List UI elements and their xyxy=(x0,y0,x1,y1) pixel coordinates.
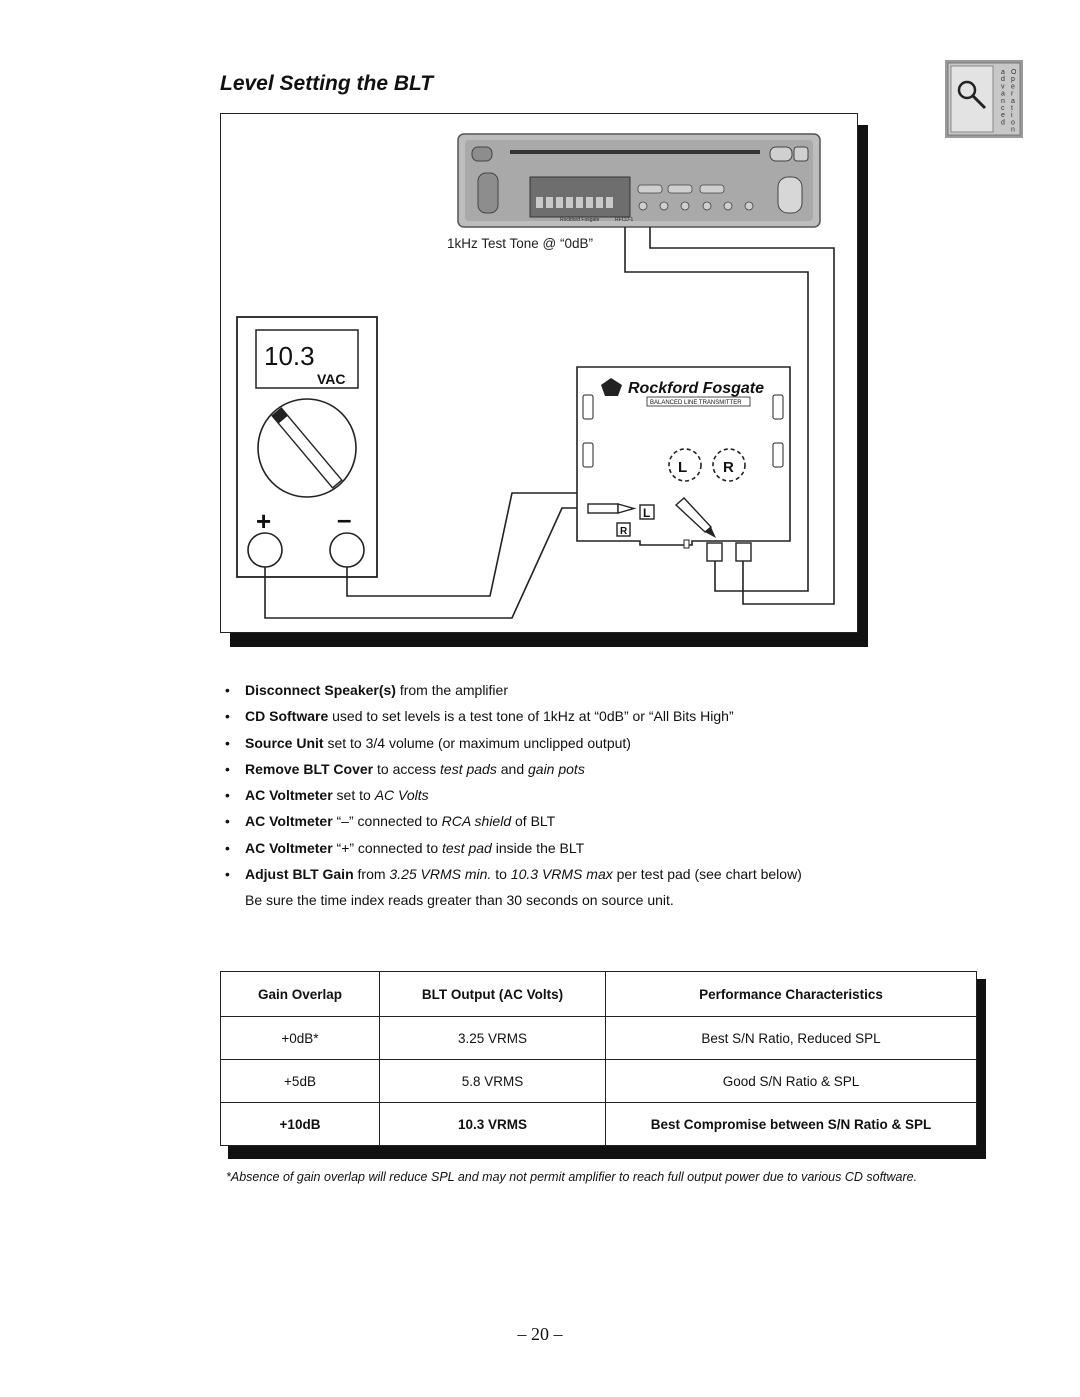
step-item: Disconnect Speaker(s) from the amplifier xyxy=(222,677,882,704)
table-row: +0dB* 3.25 VRMS Best S/N Ratio, Reduced … xyxy=(220,1016,977,1060)
plus-terminal xyxy=(247,532,283,568)
step-item: Remove BLT Cover to access test pads and… xyxy=(222,756,882,783)
corner-letter: O xyxy=(1011,69,1017,76)
plus-terminal-label: + xyxy=(256,506,271,536)
step-item: AC Voltmeter set to AC Volts xyxy=(222,782,882,809)
column-header: BLT Output (AC Volts) xyxy=(379,971,606,1017)
table-cell: 5.8 VRMS xyxy=(379,1059,606,1103)
column-header: Performance Characteristics xyxy=(605,971,977,1017)
table-cell: +10dB xyxy=(220,1102,380,1146)
minus-terminal-label: – xyxy=(337,504,351,534)
procedure-list: Disconnect Speaker(s) from the amplifier… xyxy=(222,677,882,914)
table-cell: 10.3 VRMS xyxy=(379,1102,606,1146)
ac-voltmeter: 10.3 VAC + – xyxy=(236,316,378,578)
head-unit-model: RFCD-1 xyxy=(615,217,634,223)
corner-letter: e xyxy=(1011,83,1015,90)
corner-letter: a xyxy=(1001,69,1005,76)
step-item: Adjust BLT Gain from 3.25 VRMS min. to 1… xyxy=(222,861,882,914)
table-cell: Best Compromise between S/N Ratio & SPL xyxy=(605,1102,977,1146)
corner-letter: o xyxy=(1011,119,1015,126)
right-test-pad-label: R xyxy=(620,526,628,537)
corner-letter: n xyxy=(1001,98,1005,105)
plus-probe xyxy=(587,503,637,514)
page-title: Level Setting the BLT xyxy=(220,72,434,95)
corner-letter: d xyxy=(1001,76,1005,83)
right-pot-label: R xyxy=(723,459,734,476)
table-header-row: Gain Overlap BLT Output (AC Volts) Perfo… xyxy=(220,971,977,1017)
corner-letter: a xyxy=(1011,98,1015,105)
corner-letter: v xyxy=(1001,83,1005,90)
gain-table: Gain Overlap BLT Output (AC Volts) Perfo… xyxy=(220,971,977,1146)
corner-letter: t xyxy=(1011,105,1013,112)
test-tone-label: 1kHz Test Tone @ “0dB” xyxy=(447,236,593,251)
table-cell: Good S/N Ratio & SPL xyxy=(605,1059,977,1103)
step-item: AC Voltmeter “–” connected to RCA shield… xyxy=(222,808,882,835)
voltmeter-reading: 10.3 xyxy=(264,341,315,371)
cd-head-unit: Rockford Fosgate RFCD-1 xyxy=(457,133,821,228)
page-number: – 20 – xyxy=(517,1324,563,1344)
corner-letter: r xyxy=(1011,91,1014,98)
table-cell: +0dB* xyxy=(220,1016,380,1060)
step-item: Source Unit set to 3/4 volume (or maximu… xyxy=(222,730,882,757)
corner-letter: a xyxy=(1001,91,1005,98)
voltmeter-unit: VAC xyxy=(317,371,346,387)
wiring-diagram: Rockford Fosgate RFCD-1 1kHz Test Tone @… xyxy=(220,113,870,648)
head-unit-brand: Rockford Fosgate xyxy=(560,217,600,223)
blt-brand: Rockford Fosgate xyxy=(628,380,764,397)
table-cell: Best S/N Ratio, Reduced SPL xyxy=(605,1016,977,1060)
gain-chart: Gain Overlap BLT Output (AC Volts) Perfo… xyxy=(220,971,986,1161)
corner-letter: c xyxy=(1001,105,1005,112)
corner-letter: e xyxy=(1001,112,1005,119)
table-cell: 3.25 VRMS xyxy=(379,1016,606,1060)
left-test-pad-label: L xyxy=(643,506,650,520)
footnote: *Absence of gain overlap will reduce SPL… xyxy=(226,1170,918,1184)
blt-unit: Rockford Fosgate BALANCED LINE TRANSMITT… xyxy=(576,366,791,562)
minus-terminal xyxy=(329,532,365,568)
step-item: CD Software used to set levels is a test… xyxy=(222,703,882,730)
table-row: +10dB 10.3 VRMS Best Compromise between … xyxy=(220,1102,977,1146)
column-header: Gain Overlap xyxy=(220,971,380,1017)
blt-subtitle: BALANCED LINE TRANSMITTER xyxy=(650,400,742,406)
table-row: +5dB 5.8 VRMS Good S/N Ratio & SPL xyxy=(220,1059,977,1103)
right-gain-pot xyxy=(712,448,746,482)
minus-probe xyxy=(674,497,716,538)
step-item: AC Voltmeter “+” connected to test pad i… xyxy=(222,835,882,862)
corner-letter: i xyxy=(1011,112,1013,119)
corner-letter: n xyxy=(1011,127,1015,134)
left-gain-pot xyxy=(668,448,702,482)
table-cell: +5dB xyxy=(220,1059,380,1103)
corner-letter: p xyxy=(1011,76,1015,83)
left-pot-label: L xyxy=(678,459,687,476)
corner-letter: d xyxy=(1001,119,1005,126)
